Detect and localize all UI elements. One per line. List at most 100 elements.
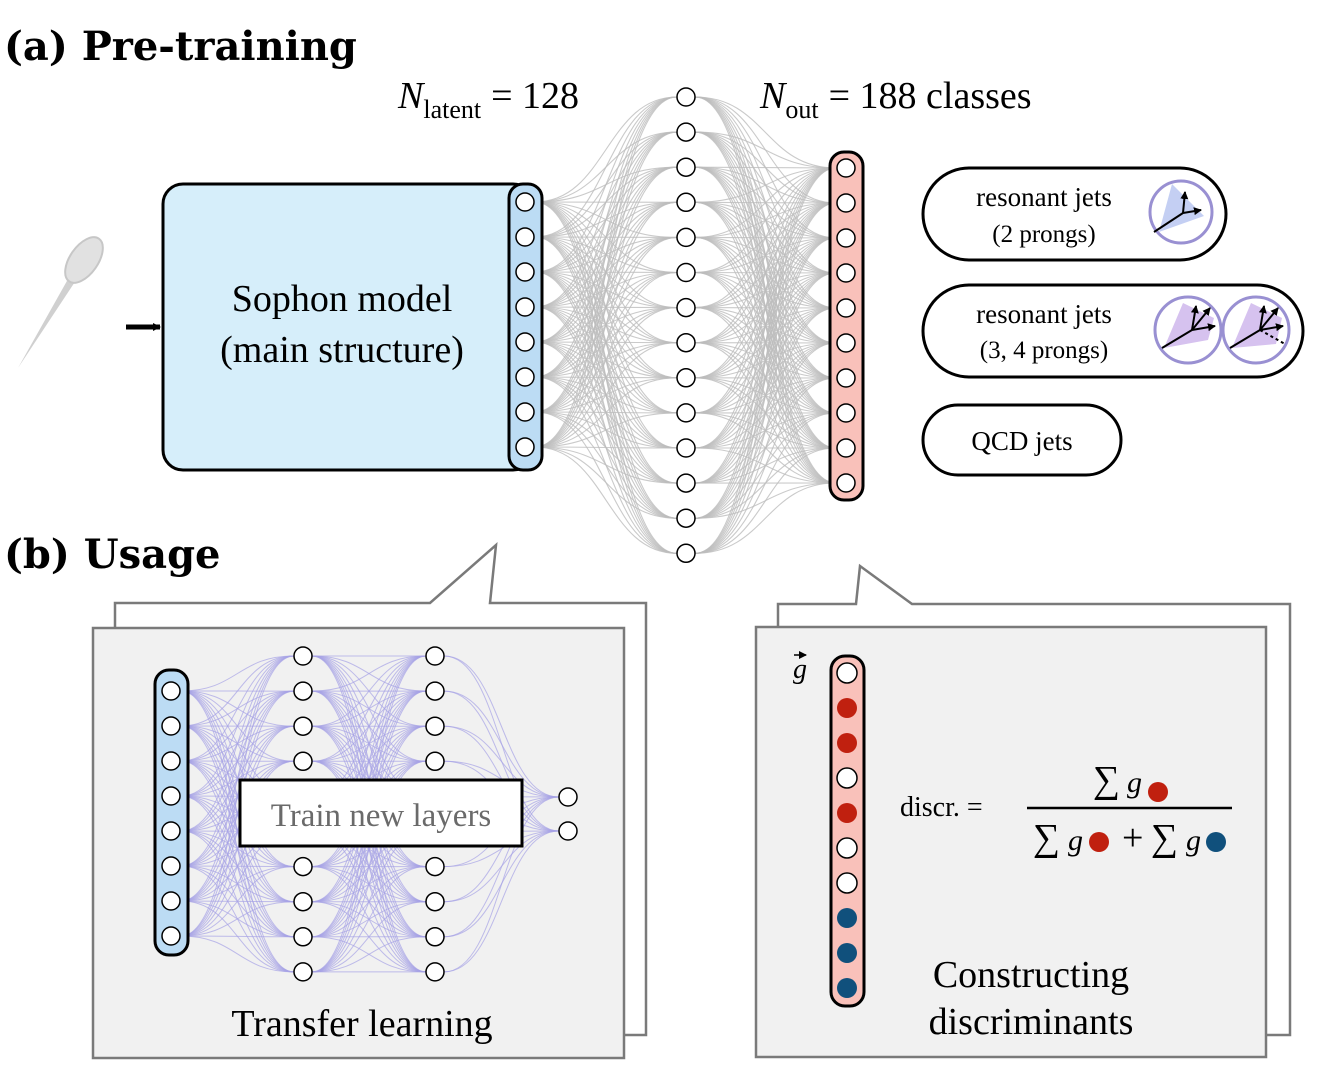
transfer-hidden1-node: [293, 891, 313, 912]
connection-edge: [311, 655, 427, 727]
output-node: [836, 228, 856, 248]
latent-size-label: Nlatent= 128: [397, 75, 579, 124]
output-node: [836, 333, 856, 353]
connection-edge: [694, 237, 837, 554]
transfer-hidden1-node: [293, 716, 313, 736]
connection-edge: [180, 866, 295, 937]
output-node: [836, 193, 856, 213]
transfer-latent-bar: [153, 668, 190, 957]
connection-edge: [694, 167, 837, 344]
hidden-node: [676, 297, 696, 318]
connection-edge: [311, 936, 427, 973]
section-a-title: (a) Pre-training: [4, 23, 357, 70]
transfer-latent-node: [161, 681, 181, 701]
connection-edge: [180, 655, 295, 867]
output-subscript: out: [785, 95, 819, 124]
connection-edge: [534, 377, 678, 448]
transfer-latent-node: [161, 716, 181, 736]
connection-edge: [534, 96, 678, 378]
connection-edge: [534, 271, 678, 448]
output-node: [836, 473, 856, 493]
hidden-node: [676, 438, 696, 458]
class-qcd-label: QCD jets: [971, 426, 1072, 456]
connection-edge: [534, 446, 678, 519]
denominator-plus: +: [1122, 817, 1143, 859]
transfer-hidden2-node: [425, 962, 445, 982]
vector-node-plain: [836, 767, 858, 789]
denominator-g-1: g: [1068, 824, 1083, 857]
connection-edge: [180, 655, 295, 727]
pretrain-connections: [534, 96, 837, 554]
connection-edge: [694, 167, 837, 484]
transfer-latent-node: [161, 786, 181, 806]
vector-node-background: [837, 978, 857, 998]
connection-edge: [311, 725, 427, 973]
hidden-node: [676, 227, 696, 248]
hidden-node: [676, 368, 696, 388]
connection-edge: [694, 166, 837, 169]
sophon-model-line1: Sophon model: [232, 278, 453, 320]
formula-lhs: discr. =: [900, 792, 983, 823]
three-prong-jet-icon: [1153, 295, 1223, 365]
connection-edge: [534, 412, 678, 448]
vector-node-background: [837, 908, 857, 928]
transfer-hidden1-node: [293, 681, 313, 701]
connection-edge: [534, 131, 678, 448]
transfer-hidden1-node: [293, 646, 313, 666]
transfer-hidden2-node: [425, 751, 445, 772]
latent-node: [515, 297, 535, 317]
hidden-node: [676, 87, 696, 107]
transfer-output-node: [558, 787, 578, 807]
connection-edge: [694, 167, 837, 274]
connection-edge: [180, 725, 295, 937]
hidden-node: [676, 262, 696, 283]
latent-subscript: latent: [423, 95, 482, 124]
latent-layer-bar: [507, 182, 544, 472]
denominator-g-2: g: [1186, 824, 1201, 857]
vector-node-plain: [836, 837, 858, 859]
output-symbol: N: [759, 75, 788, 117]
connection-edge: [180, 760, 295, 937]
transfer-latent-node: [161, 856, 181, 876]
connection-edge: [534, 307, 678, 448]
vector-node-plain: [836, 662, 858, 684]
connection-edge: [443, 830, 560, 973]
connection-edge: [443, 796, 560, 973]
vector-node-signal: [837, 803, 857, 823]
output-node: [836, 298, 856, 318]
output-node: [836, 438, 856, 458]
transfer-hidden1-node: [293, 927, 313, 947]
transfer-latent-node: [161, 751, 181, 771]
latent-node: [515, 192, 535, 212]
connection-edge: [694, 96, 837, 169]
transfer-hidden2-node: [425, 716, 445, 736]
connection-edge: [534, 96, 678, 203]
connection-edge: [180, 935, 295, 938]
numerator-g: g: [1127, 766, 1142, 799]
connection-edge: [694, 167, 837, 519]
denominator-sum-1: ∑: [1033, 817, 1060, 859]
hidden-node: [676, 403, 696, 423]
connection-edge: [694, 412, 837, 554]
latent-node: [515, 332, 535, 352]
train-new-layers-box: [238, 778, 524, 848]
vector-g-label: g: [793, 654, 807, 685]
connection-edge: [443, 725, 560, 798]
connection-edge: [694, 307, 837, 554]
connection-edge: [694, 167, 837, 203]
connection-edge: [694, 167, 837, 554]
transfer-hidden1-node: [293, 751, 313, 772]
output-node: [836, 403, 856, 423]
output-size-label: Nout= 188 classes: [759, 75, 1032, 124]
two-prong-jet-icon: [1148, 179, 1214, 245]
connection-edge: [534, 96, 678, 273]
hidden-node: [676, 122, 696, 142]
connection-edge: [694, 482, 837, 554]
discriminants-caption-line2: discriminants: [929, 1001, 1134, 1043]
hidden-node: [676, 332, 696, 353]
transfer-nodes: [161, 646, 578, 982]
output-vector-nodes: [836, 662, 858, 998]
hidden-layer-nodes: [676, 87, 696, 564]
connection-edge: [311, 901, 427, 973]
connection-edge: [311, 655, 427, 692]
